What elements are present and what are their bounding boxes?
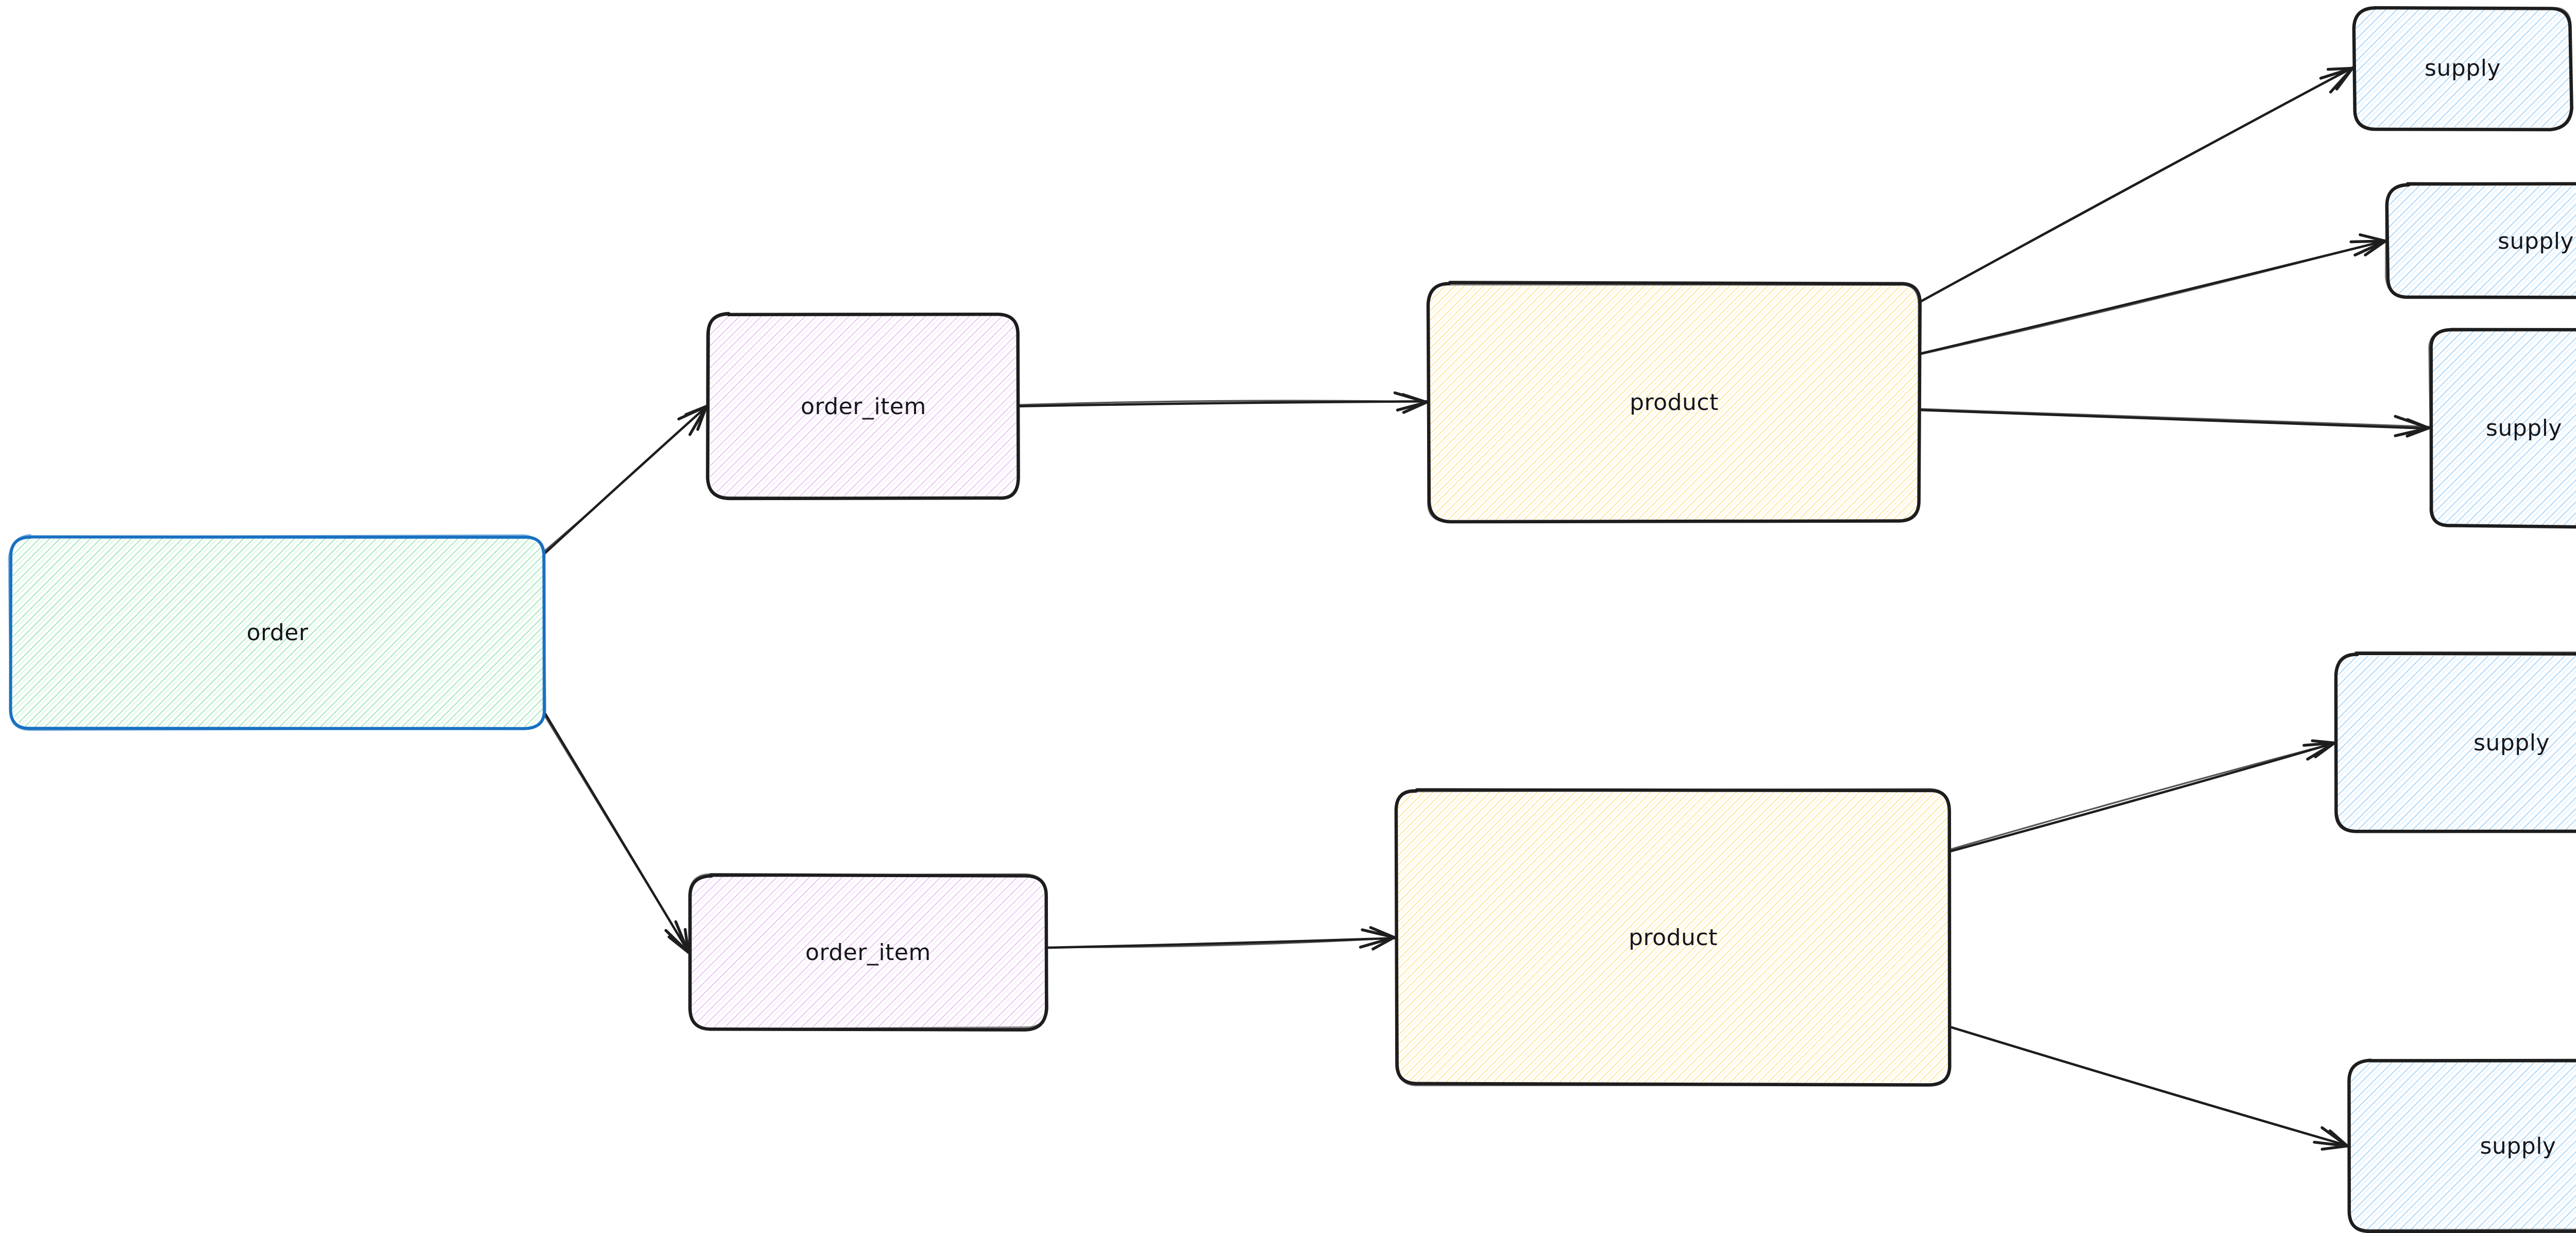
node-product_2[interactable]: product (1394, 787, 1952, 1087)
edge-order-to-order_item_2[interactable] (543, 712, 690, 954)
node-label-supply_3: supply (2486, 415, 2562, 441)
node-order_item_2[interactable]: order_item (688, 873, 1048, 1032)
node-label-product_1: product (1630, 389, 1719, 416)
node-order_item_1[interactable]: order_item (706, 312, 1020, 501)
edge-product_1-to-supply_2[interactable] (1917, 233, 2387, 355)
node-label-order: order (246, 620, 309, 646)
edge-order_item_2-to-product_2[interactable] (1045, 926, 1396, 951)
edge-order_item_1-to-product_1[interactable] (1018, 391, 1429, 414)
node-label-supply_1: supply (2425, 55, 2501, 81)
node-label-supply_4: supply (2473, 730, 2550, 756)
edge-product_1-to-supply_3[interactable] (1918, 408, 2430, 438)
node-label-supply_5: supply (2480, 1133, 2556, 1159)
node-supply_1[interactable]: supply (2352, 6, 2573, 131)
edge-product_2-to-supply_5[interactable] (1948, 1025, 2349, 1151)
node-supply_5[interactable]: supply (2347, 1058, 2576, 1233)
node-label-supply_2: supply (2498, 228, 2574, 254)
node-order[interactable]: order (8, 534, 547, 731)
edge-order-to-order_item_1[interactable] (543, 405, 708, 555)
node-supply_3[interactable]: supply (2428, 328, 2576, 529)
node-product_1[interactable]: product (1426, 281, 1922, 524)
node-label-order_item_1: order_item (801, 393, 926, 420)
node-supply_4[interactable]: supply (2334, 651, 2576, 833)
node-label-product_2: product (1629, 924, 1718, 951)
node-label-order_item_2: order_item (805, 939, 931, 966)
edge-product_1-to-supply_1[interactable] (1918, 66, 2354, 304)
edge-product_2-to-supply_4[interactable] (1950, 739, 2336, 852)
node-supply_2[interactable]: supply (2385, 182, 2576, 299)
